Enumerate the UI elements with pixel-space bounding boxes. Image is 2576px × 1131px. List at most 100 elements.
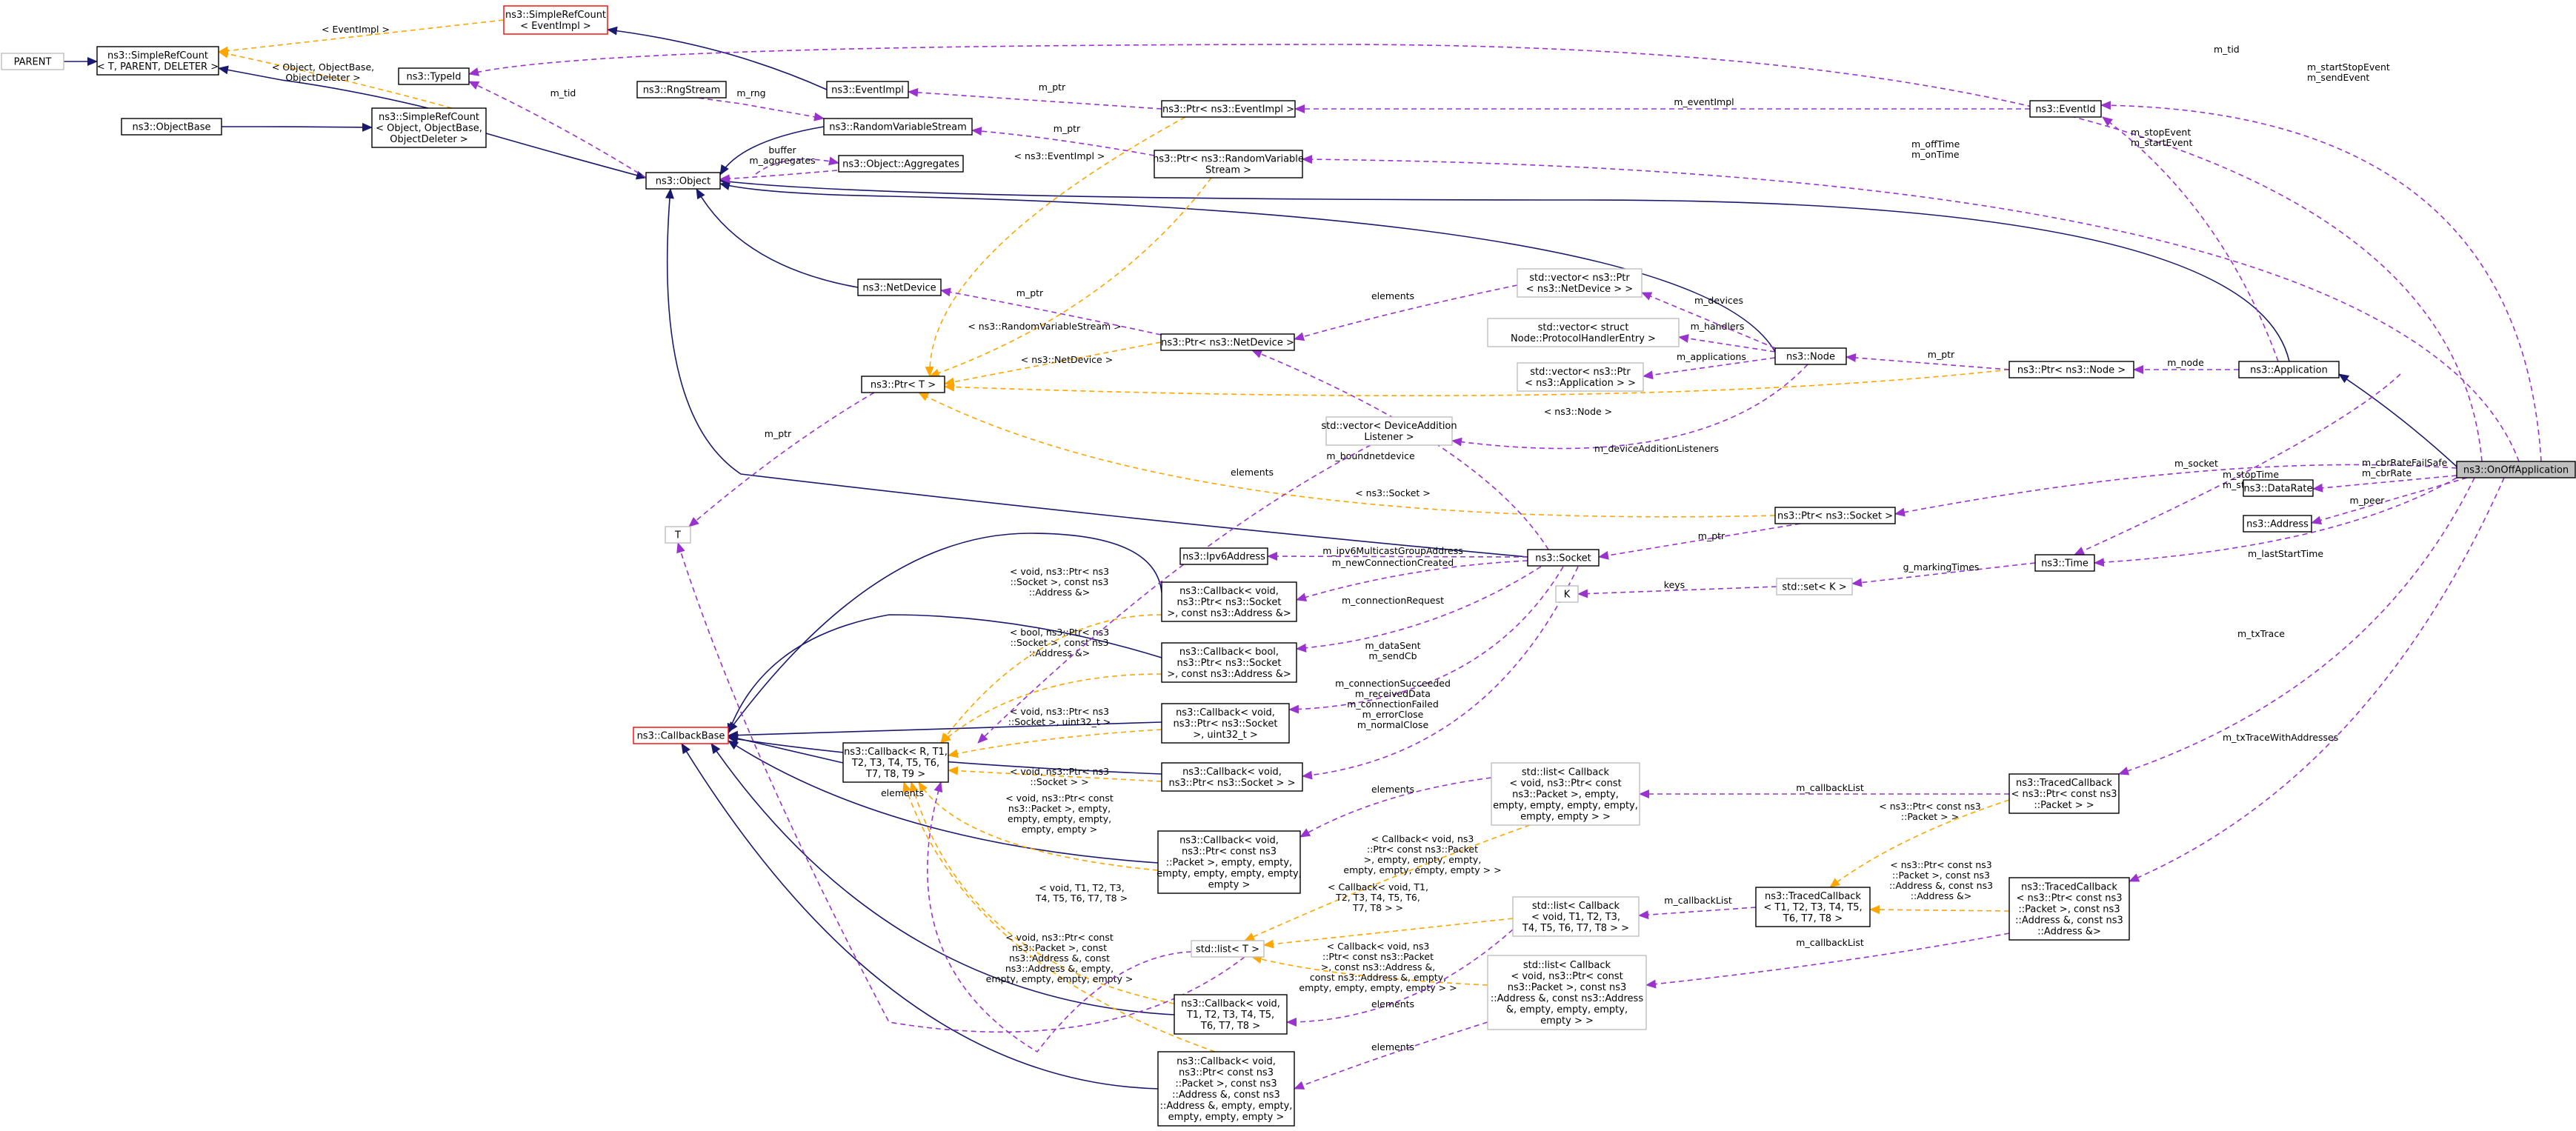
class-node-label: ns3::CallbackBase [637, 731, 725, 742]
class-node-cb-bool-socket-address[interactable]: ns3::Callback< bool,ns3::Ptr< ns3::Socke… [1161, 642, 1297, 683]
class-node-objectbase[interactable]: ns3::ObjectBase [121, 118, 222, 136]
inherit-edge [719, 177, 2290, 362]
class-node-parent[interactable]: PARENT [1, 53, 64, 70]
class-node-label: ns3::SimpleRefCount [379, 112, 479, 123]
class-node-set-k[interactable]: std::set< K > [1776, 578, 1853, 595]
use-edge [676, 542, 1245, 1033]
class-node-callbackbase[interactable]: ns3::CallbackBase [633, 727, 729, 744]
class-node-box [2243, 515, 2312, 533]
use-edge-line [688, 392, 875, 527]
class-node-box [2029, 100, 2102, 118]
use-edge-line [2129, 477, 2505, 882]
class-node-list-cb-packet[interactable]: std::list< Callback< void, ns3::Ptr< con… [1491, 762, 1640, 826]
class-node-address[interactable]: ns3::Address [2243, 515, 2312, 533]
class-node-time[interactable]: ns3::Time [2034, 554, 2095, 572]
class-node-vector-ptr-netdevice[interactable]: std::vector< ns3::Ptr< ns3::NetDevice > … [1517, 268, 1643, 298]
class-node-label: ns3::Time [2041, 558, 2089, 570]
class-node-label: empty, empty, empty, empty, [1493, 801, 1638, 812]
tmpl-edge: < Object, ObjectBase,ObjectDeleter > [218, 49, 453, 109]
class-node-netdevice[interactable]: ns3::NetDevice [857, 278, 942, 296]
edge-label: ::Socket > > [1030, 776, 1088, 787]
edge-label: ::Ptr< const ns3::Packet [1322, 951, 1434, 962]
edge-label: < void, ns3::Ptr< ns3 [1010, 766, 1109, 777]
edge-label: < Callback< void, ns3 [1371, 833, 1474, 844]
class-node-application[interactable]: ns3::Application [2238, 361, 2340, 378]
class-node-cb-void-socket-uint[interactable]: ns3::Callback< void,ns3::Ptr< ns3::Socke… [1161, 703, 1290, 744]
class-node-datarate[interactable]: ns3::DataRate [2243, 479, 2314, 497]
class-node-cb-void-packet-address[interactable]: ns3::Callback< void,ns3::Ptr< const ns3:… [1157, 1051, 1295, 1127]
edge-label: m_normalClose [1357, 719, 1429, 730]
class-node-simplerefcount-object[interactable]: ns3::SimpleRefCount< Object, ObjectBase,… [371, 107, 487, 148]
class-node-label: < void, ns3::Ptr< const [1511, 971, 1623, 982]
class-node-cb-tpl[interactable]: ns3::Callback< R, T1,T2, T3, T4, T5, T6,… [842, 742, 949, 783]
class-node-ipv6address[interactable]: ns3::Ipv6Address [1179, 547, 1268, 565]
class-node-label: ns3::Ptr< ns3::Socket > > [1169, 778, 1296, 789]
class-node-eventimpl[interactable]: ns3::EventImpl [826, 81, 909, 99]
class-node-simplerefcount-tpl[interactable]: ns3::SimpleRefCount< T, PARENT, DELETER … [96, 46, 219, 76]
edge-label: < Callback< void, ns3 [1327, 941, 1430, 952]
class-node-box [1191, 940, 1265, 958]
tmpl-edge-line [940, 614, 1162, 744]
class-node-cb-void-tpl[interactable]: ns3::Callback< void,T1, T2, T3, T4, T5,T… [1174, 994, 1288, 1035]
class-node-tracedcb-packet[interactable]: ns3::TracedCallback< ns3::Ptr< const ns3… [2008, 773, 2120, 814]
class-node-ptr-rvs[interactable]: ns3::Ptr< ns3::RandomVariableStream > [1153, 150, 1304, 179]
class-node-tracedcb-tpl[interactable]: ns3::TracedCallback< T1, T2, T3, T4, T5,… [1755, 887, 1871, 927]
class-node-object[interactable]: ns3::Object [645, 172, 721, 190]
class-node-ptr-socket[interactable]: ns3::Ptr< ns3::Socket > [1774, 507, 1896, 524]
edge-label: ::Address &> [1911, 890, 1971, 901]
use-edge-line [2312, 475, 2457, 493]
use-edge-line [1643, 357, 1776, 380]
use-edge-line [1299, 777, 1492, 838]
class-node-label: ns3::Object [656, 176, 710, 187]
class-node-randomvariablestream[interactable]: ns3::RandomVariableStream [823, 118, 973, 136]
class-node-ptr-t[interactable]: ns3::Ptr< T > [861, 376, 945, 393]
class-node-list-cb-packet-address[interactable]: std::list< Callback< void, ns3::Ptr< con… [1487, 955, 1647, 1030]
class-node-ptr-netdevice[interactable]: ns3::Ptr< ns3::NetDevice > [1160, 333, 1295, 351]
class-node-ptr-eventimpl[interactable]: ns3::Ptr< ns3::EventImpl > [1161, 100, 1296, 118]
use-edge: m_socket [1894, 458, 2457, 517]
class-node-label: ns3::Packet >, const ns3 [1508, 982, 1627, 993]
edge-label: m_stopTime [2223, 469, 2279, 480]
tmpl-edge: < void, ns3::Ptr< ns3::Socket > > [948, 766, 1162, 787]
inherit-edge [719, 126, 825, 176]
class-node-label: Listener > [1364, 432, 1414, 443]
class-node-ptr-node[interactable]: ns3::Ptr< ns3::Node > [2008, 361, 2134, 378]
class-node-box [2243, 479, 2314, 497]
class-node-box [2008, 877, 2130, 941]
class-node-k[interactable]: K [1555, 585, 1579, 603]
class-node-aggregates[interactable]: ns3::Object::Aggregates [838, 155, 964, 173]
class-node-box [398, 67, 470, 85]
class-node-label: std::set< K > [1782, 582, 1846, 593]
class-node-eventid[interactable]: ns3::EventId [2029, 100, 2102, 118]
edge-label: m_tid [550, 87, 576, 99]
use-edge: m_ptr [971, 123, 1155, 156]
class-node-simplerefcount-eventimpl[interactable]: ns3::SimpleRefCount< EventImpl > [503, 5, 608, 35]
class-node-cb-void-packet[interactable]: ns3::Callback< void,ns3::Ptr< const ns3:… [1156, 830, 1302, 894]
class-node-vector-protocolhandler[interactable]: std::vector< structNode::ProtocolHandler… [1487, 318, 1680, 347]
class-node-label: ns3::Callback< void, [1182, 767, 1282, 778]
class-node-tracedcb-packet-address[interactable]: ns3::TracedCallback< ns3::Ptr< const ns3… [2008, 877, 2130, 941]
class-node-rngstream[interactable]: ns3::RngStream [636, 81, 727, 99]
class-node-label: std::vector< DeviceAddition [1321, 421, 1457, 432]
class-node-box [1774, 347, 1847, 365]
class-node-label: ns3::EventImpl [831, 85, 904, 96]
class-node-typeid[interactable]: ns3::TypeId [398, 67, 470, 85]
class-node-node[interactable]: ns3::Node [1774, 347, 1847, 365]
class-node-label: ns3::Callback< void, [1179, 586, 1279, 597]
class-node-list-t[interactable]: std::list< T > [1191, 940, 1265, 958]
class-node-t[interactable]: T [665, 526, 691, 544]
class-node-cb-void-socket[interactable]: ns3::Callback< void,ns3::Ptr< ns3::Socke… [1161, 762, 1303, 792]
inherit-edge-line [727, 614, 1162, 734]
class-node-socket[interactable]: ns3::Socket [1527, 549, 1600, 567]
class-node-vector-ptr-application[interactable]: std::vector< ns3::Ptr< ns3::Application … [1517, 362, 1644, 392]
class-node-cb-void-socket-address[interactable]: ns3::Callback< void,ns3::Ptr< ns3::Socke… [1161, 581, 1297, 622]
edge-label: m_tid [2214, 44, 2240, 55]
class-node-box [1160, 333, 1295, 351]
edge-label: m_ptr [1054, 123, 1081, 134]
class-node-list-cb-tpl[interactable]: std::list< Callback< void, T1, T2, T3,T4… [1512, 896, 1640, 937]
class-node-onoffapplication[interactable]: ns3::OnOffApplication [2456, 461, 2576, 478]
edge-label: m_sendCb [1368, 650, 1417, 661]
class-node-label: empty > > [1540, 1015, 1594, 1027]
